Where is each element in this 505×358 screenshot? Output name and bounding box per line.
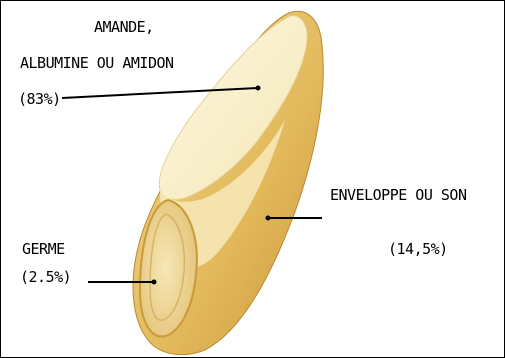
germe-percentage: (2.5%): [20, 268, 71, 286]
amande-label: AMANDE,: [94, 18, 154, 36]
amande-sublabel: ALBUMINE OU AMIDON: [20, 54, 174, 72]
amande-leader-dot: [256, 86, 261, 91]
germe-label: GERME: [22, 240, 65, 258]
enveloppe-leader-dot: [266, 216, 271, 221]
enveloppe-percentage: (14,5%): [388, 240, 448, 258]
germe-leader-dot: [152, 280, 157, 285]
amande-percentage: (83%): [18, 90, 61, 108]
enveloppe-label: ENVELOPPE OU SON: [330, 186, 467, 204]
